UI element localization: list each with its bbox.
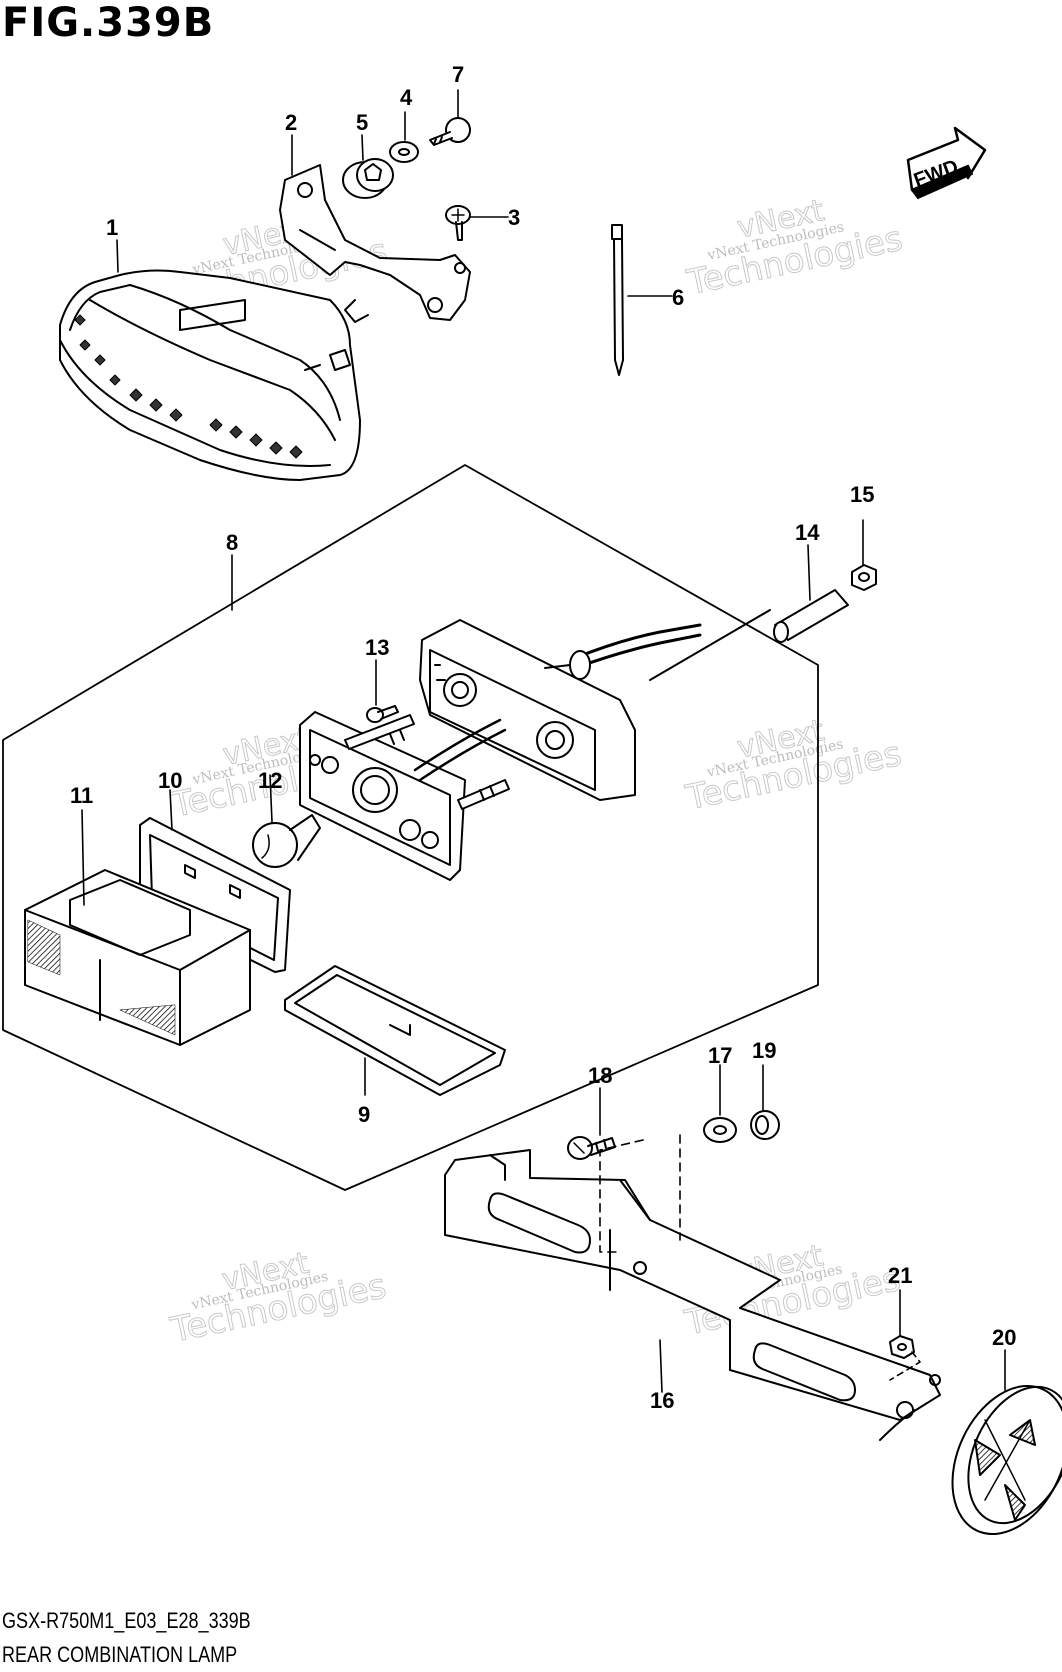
screw-3 [445, 205, 471, 241]
callout-9: 9 [358, 1102, 370, 1127]
nut-21 [889, 1335, 915, 1359]
lens [24, 869, 251, 1046]
bulb-socket-plate [299, 711, 510, 881]
washer-4 [389, 141, 419, 163]
screw-18 [567, 1136, 616, 1160]
part-8-assembly-outline [2, 464, 819, 1191]
callout-16: 16 [650, 1388, 674, 1413]
callout-3: 3 [508, 205, 520, 230]
license-lamp-housing [419, 609, 771, 801]
callout-7: 7 [452, 62, 464, 87]
callout-13: 13 [365, 635, 389, 660]
tail-lamp-housing [59, 269, 361, 481]
callout-21: 21 [888, 1263, 912, 1288]
nut-15 [851, 564, 877, 591]
callout-4: 4 [400, 85, 413, 110]
grommet [342, 158, 394, 199]
reflector [951, 1384, 1062, 1536]
callout-12: 12 [258, 768, 282, 793]
watermark-2: Technologies vNext vNext Technologies [683, 193, 907, 304]
callout-1: 1 [106, 215, 118, 240]
washer-17 [703, 1117, 737, 1143]
screw-7 [429, 117, 471, 146]
collar [773, 589, 849, 643]
callout-20: 20 [992, 1325, 1016, 1350]
watermark-4: Technologies vNext vNext Technologies [681, 713, 905, 819]
callout-18: 18 [588, 1063, 612, 1088]
callout-14: 14 [795, 520, 820, 545]
cable-tie [611, 224, 624, 376]
lamp-bracket [279, 164, 471, 323]
callout-19: 19 [752, 1038, 776, 1063]
model-code-label: GSX-R750M1_E03_E28_339B [2, 1608, 251, 1633]
leader-lines [81, 89, 1006, 1393]
reflector-bracket [444, 1149, 941, 1441]
watermark-5: Technologies vNext vNext Technologies [166, 1245, 390, 1351]
callout-11: 11 [70, 783, 93, 808]
figure-title: FIG.339B [2, 0, 215, 46]
section-name-label: REAR COMBINATION LAMP [2, 1642, 238, 1667]
fwd-arrow-icon: FWD [906, 126, 987, 199]
license-lens-plate [284, 965, 506, 1096]
callout-10: 10 [158, 768, 182, 793]
callout-6: 6 [672, 285, 684, 310]
nut-19 [750, 1110, 780, 1140]
callout-5: 5 [356, 110, 368, 135]
callout-8: 8 [226, 530, 238, 555]
callout-labels: 1 2 3 4 5 6 7 8 9 10 11 12 13 14 15 16 1… [70, 62, 1016, 1413]
bulb [252, 814, 321, 868]
callout-15: 15 [850, 482, 874, 507]
callout-17: 17 [708, 1043, 732, 1068]
callout-2: 2 [285, 110, 297, 135]
screw-13 [366, 705, 399, 723]
